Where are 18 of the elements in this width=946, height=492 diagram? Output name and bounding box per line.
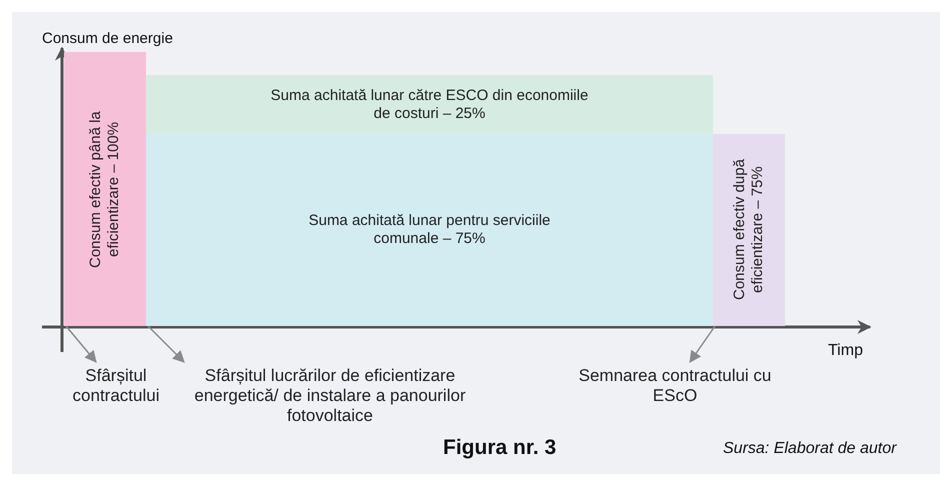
energy-band xyxy=(713,134,785,326)
arrow xyxy=(689,326,716,363)
arrow xyxy=(147,325,185,363)
band-label: Suma achitată lunar către ESCO din economiile de costuri – 25% xyxy=(270,86,590,122)
axis-label: Timp xyxy=(828,342,863,360)
arrow xyxy=(65,326,97,363)
band-label: Consum efectiv până la eficientizare – 100% xyxy=(87,110,123,270)
payment-band xyxy=(146,134,713,326)
axis-label: Consum de energie xyxy=(42,30,173,47)
milestone-label: Sfârșitul contractului xyxy=(72,366,160,405)
band-label: Consum efectiv după eficientizare – 75% xyxy=(731,158,767,302)
milestone-label: Semnarea contractului cu EScO xyxy=(578,366,772,406)
band-label: Suma achitată lunar pentru serviciile comunale – 75% xyxy=(308,212,552,248)
payment-band xyxy=(146,75,713,134)
source-note: Sursa: Elaborat de autor xyxy=(723,440,896,458)
milestone-label: Sfârșitul lucrărilor de eficientizare energetică/ de instalare a panourilor fotovoltaice xyxy=(193,366,467,426)
figure-caption: Figura nr. 3 xyxy=(443,436,556,460)
energy-band xyxy=(64,52,146,326)
